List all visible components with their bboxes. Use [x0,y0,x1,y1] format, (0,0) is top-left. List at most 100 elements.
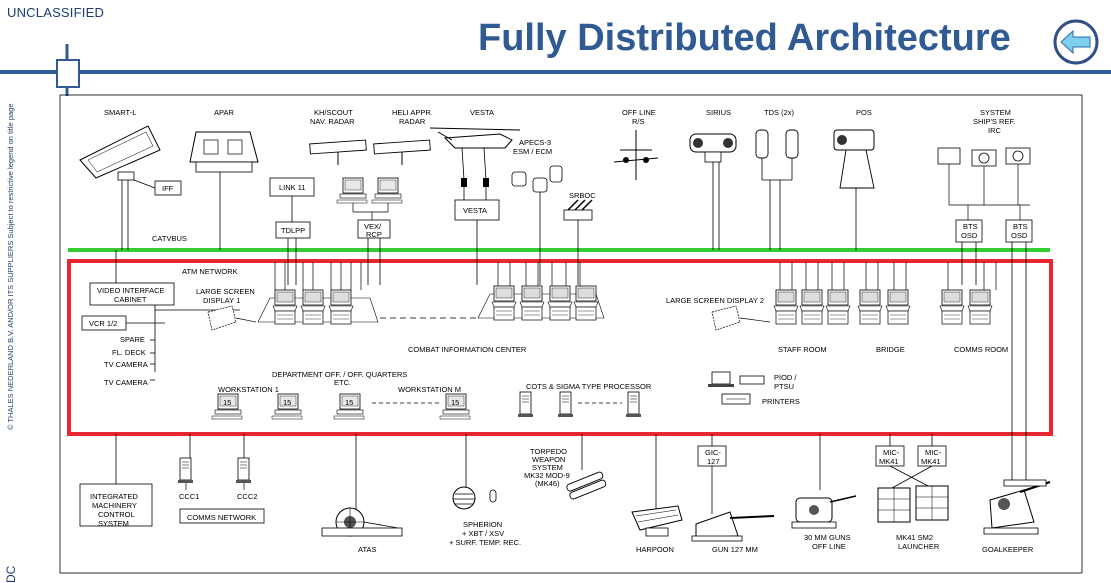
guns30-label-2: OFF LINE [812,542,846,551]
mic1-label-1: MIC- [883,448,900,457]
srboc-label: SRBOC [569,191,596,200]
heli-label-1: HELI APPR. [392,108,433,117]
goalkeeper-ciws [983,479,1051,535]
vic-label-1: VIDEO INTERFACE [97,286,165,295]
mic2-label-2: MK41 [921,457,941,466]
cots-processor-3 [625,391,642,418]
apar-radar [189,131,259,250]
pos-sensor [833,129,875,250]
vesta-helicopter [429,127,521,187]
imc-label-2: MACHINERY [92,501,137,510]
printer-device [721,393,751,405]
ws1-label: WORKSTATION 1 [218,385,279,394]
srboc-launcher [563,199,593,285]
ccc2-label: CCC2 [237,492,257,501]
comms-room-label: COMMS ROOM [954,345,1008,354]
torpedo-label-2: WEAPON [532,455,565,464]
bts2-label-2: OSD [1011,231,1028,240]
spherion-sonar [452,486,497,510]
apecs-esm-ecm [511,165,563,285]
ships-reference-irc [937,147,1031,220]
piod-label-1: PIOD / [774,373,797,382]
cots-label: COTS & SIGMA TYPE PROCESSOR [526,382,652,391]
spherion-label-2: + XBT / XSV [462,529,504,538]
fl-deck-label: FL. DECK [112,348,146,357]
torpedo-tubes [566,471,607,500]
cic-console-group-left [257,262,379,325]
combat-center-label: COMBAT INFORMATION CENTER [408,345,527,354]
mk41-sm2-launcher [877,465,949,523]
guns-30mm [791,495,857,529]
apecs-label-2: ESM / ECM [513,147,552,156]
nav-display-consoles [336,177,403,220]
cots-processor-2 [557,391,574,418]
piod-label-2: PTSU [774,382,794,391]
heli-label-2: RADAR [399,117,426,126]
comms-room-consoles [939,262,997,325]
integrated-machinery-control [79,483,153,527]
video-interface-cabinet [89,282,175,306]
vic-label-2: CABINET [114,295,147,304]
spherion-label-3: + SURF. TEMP. REC. [449,538,521,547]
comms-network-box [179,508,265,524]
mk41-label-1: MK41 SM2 [896,533,933,542]
large-screen-display-2 [711,305,771,331]
torpedo-label-3: SYSTEM [532,463,563,472]
back-arrow-icon[interactable] [1052,18,1100,66]
atm-network-box [67,259,1053,436]
sirius-sensor [689,133,737,250]
pos-label: POS [856,108,872,117]
khscout-label-2: NAV. RADAR [310,117,355,126]
comms-network-label: COMMS NETWORK [187,513,256,522]
bts-osd-box-1 [955,219,983,243]
ccc1-computer [177,457,194,484]
khscout-label-1: KH/SCOUT [314,108,353,117]
tds-label: TDS (2x) [764,108,795,117]
wsm-screen: 15 [451,398,459,407]
spherion-label-1: SPHERION [463,520,502,529]
gic-127-box [697,445,727,467]
vex-label-1: VEX/ [364,222,382,231]
ws2-screen: 15 [283,398,291,407]
atm-network-label: ATM NETWORK [182,267,238,276]
smart-l-radar [79,125,161,250]
sirius-label: SIRIUS [706,108,731,117]
heli-approach-radar [373,139,431,165]
page-title: Fully Distributed Architecture [478,17,1011,59]
apar-label: APAR [214,108,234,117]
tdlpp-label: TDLPP [281,226,305,235]
lsd1-label-1: LARGE SCREEN [196,287,255,296]
imc-label-4: SYSTEM [98,519,129,528]
mic2-label-1: MIC- [925,448,942,457]
printers-label: PRINTERS [762,397,800,406]
lower-row-links [115,434,933,520]
gic-label-2: 127 [707,457,720,466]
bridge-label: BRIDGE [876,345,905,354]
offline-label-1: OFF LINE [622,108,656,117]
torpedo-label-5: (MK46) [535,479,560,488]
vesta-label: VESTA [470,108,494,117]
ccc2-computer [235,457,252,484]
catv-bus-label: CATVBUS [152,234,187,243]
ws1-screen: 15 [223,398,231,407]
goalkeeper-label: GOALKEEPER [982,545,1034,554]
dept-label-1: DEPARTMENT OFF. / OFF. QUARTERS [272,370,407,379]
staff-room-consoles [773,262,851,325]
large-screen-display-1 [207,305,257,331]
gun127-label: GUN 127 MM [712,545,758,554]
classification-label: UNCLASSIFIED [7,5,105,20]
offline-rs-antenna [613,130,659,180]
bts1-label-1: BTS [963,222,978,231]
guns30-label-1: 30 MM GUNS [804,533,851,542]
iff-box [154,180,182,196]
imc-label-1: INTEGRATED [90,492,138,501]
atas-label: ATAS [358,545,376,554]
link11-label: LINK 11 [279,183,306,192]
ccc1-label: CCC1 [179,492,199,501]
lsd2-label: LARGE SCREEN DISPLAY 2 [666,296,764,305]
mic1-label-2: MK41 [879,457,899,466]
mk41-label-2: LAUNCHER [898,542,940,551]
gic-label-1: GIC- [705,448,721,457]
tdlpp-box [275,221,311,239]
